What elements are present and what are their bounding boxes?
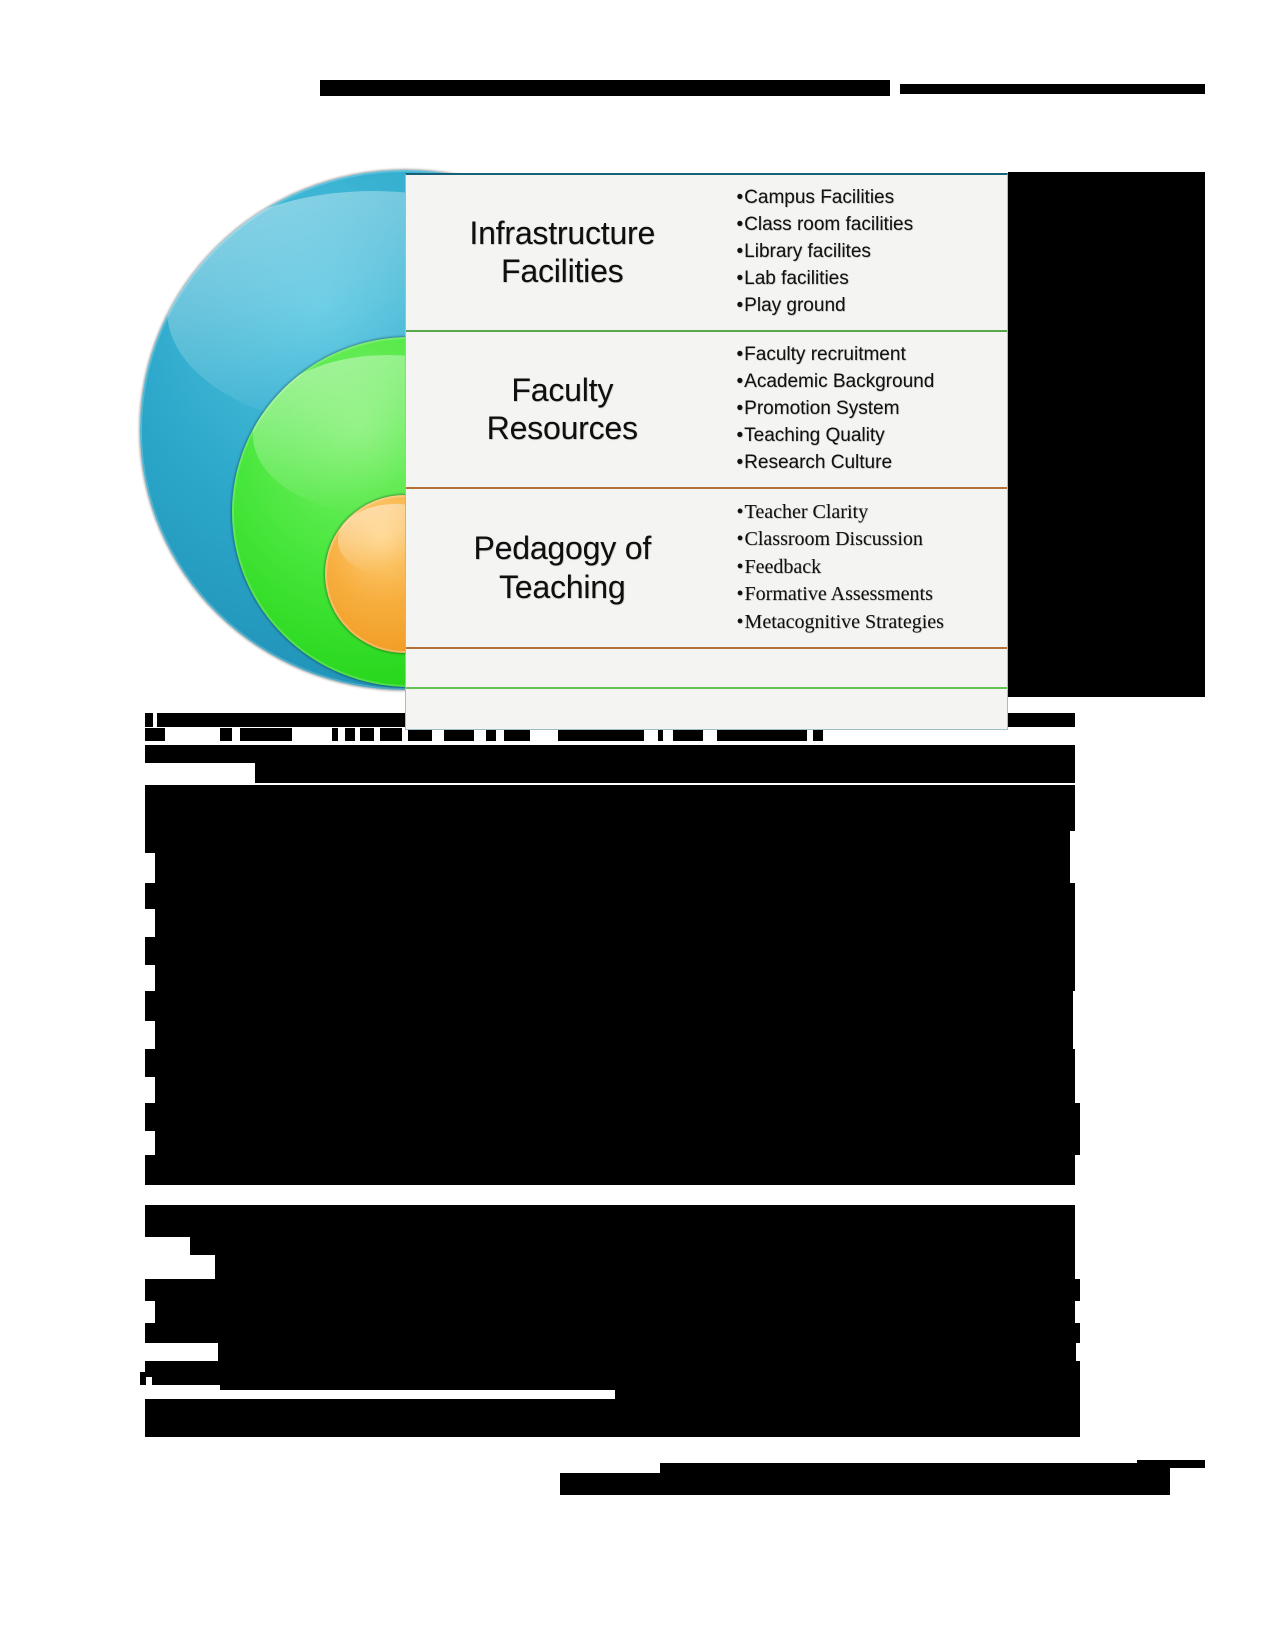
row-title-pedagogy-of-teaching: Pedagogy of Teaching: [406, 521, 719, 614]
redaction-block-paragraph-7b: [145, 1103, 1080, 1131]
list-item-label: Campus Facilities: [744, 187, 895, 208]
redaction-block-section2-line3: [190, 1237, 1075, 1255]
redaction-block-section2-line9: [145, 1361, 1080, 1377]
redaction-line: [145, 728, 1075, 741]
bullet-icon: •: [736, 240, 744, 262]
redaction-block-paragraph-2b: [145, 831, 1070, 853]
row-title-line2: Facilities: [501, 253, 624, 290]
row-title-line2: Teaching: [499, 568, 626, 605]
redaction-block-paragraph-1: [145, 745, 1075, 763]
redaction-block-paragraph-5b: [145, 991, 1073, 1021]
redaction-block-footer: [560, 1473, 1170, 1495]
redaction-block-footer-right: [1137, 1460, 1205, 1468]
redaction-block-section2-line11: [145, 1397, 1080, 1437]
list-item-label: Library facilites: [744, 240, 871, 262]
list-item-label: Feedback: [744, 555, 822, 578]
redaction-block-section2-line5: [145, 1279, 1080, 1301]
list-item-label: Metacognitive Strategies: [744, 611, 944, 634]
bullet-icon: •: [736, 451, 744, 473]
row-items-infrastructure-facilities: •Campus Facilities •Class room facilitie…: [719, 175, 1007, 330]
redaction-block-section2-line1: [145, 1205, 1075, 1223]
bullet-icon: •: [736, 555, 744, 578]
redaction-block-paragraph-6b: [145, 1049, 1075, 1077]
list-item: •Metacognitive Strategies: [737, 609, 952, 637]
bullet-icon: •: [736, 424, 744, 446]
list-item-label: Teaching Quality: [744, 424, 885, 446]
redaction-block-paragraph-3b: [145, 883, 1075, 909]
redaction-block-paragraph-3: [155, 853, 1070, 883]
bullet-icon: •: [736, 187, 744, 208]
bullet-icon: •: [736, 267, 744, 289]
list-item-label: Formative Assessments: [744, 583, 933, 606]
list-item: •Feedback: [737, 554, 999, 582]
list-item: •Campus Facilities: [737, 185, 999, 212]
redaction-block-section2-line2: [145, 1223, 1075, 1237]
list-item: •Teacher Clarity: [737, 499, 999, 527]
redaction-block-section2-line6: [155, 1301, 1075, 1323]
row-title-line2: Resources: [486, 410, 638, 447]
bullet-icon: •: [736, 583, 744, 606]
redaction-indent-gap: [145, 1390, 615, 1399]
bullet-icon: •: [736, 528, 744, 551]
row-title-line1: Faculty: [511, 371, 614, 408]
row-title-line1: Infrastructure: [469, 215, 656, 252]
table-row-infrastructure-facilities: Infrastructure Facilities •Campus Facili…: [406, 175, 1007, 332]
header-redaction-bar: [320, 80, 890, 96]
list-item-label: Lab facilities: [744, 267, 849, 289]
bullet-icon: •: [736, 213, 744, 235]
table-row-spacer-green: [406, 649, 1007, 689]
list-item: •Promotion System: [737, 396, 999, 423]
redaction-block-paragraph-2: [145, 785, 1075, 831]
redaction-block-paragraph-7: [155, 1077, 1075, 1103]
redaction-block-section2-line7: [145, 1323, 1080, 1343]
redaction-block-paragraph-6: [155, 1021, 1073, 1049]
list-item-label: Teacher Clarity: [744, 500, 869, 523]
row-items-pedagogy-of-teaching: •Teacher Clarity •Classroom Discussion •…: [719, 489, 1007, 647]
redaction-block-paragraph-1b: [255, 763, 1075, 783]
redaction-line-dashed: [140, 1372, 1085, 1385]
table-row-faculty-resources: Faculty Resources •Faculty recruitment •…: [406, 332, 1007, 489]
list-item: •Faculty recruitment: [737, 342, 999, 369]
list-item: •Lab facilities: [737, 266, 999, 293]
list-item: •Play ground: [737, 293, 999, 320]
bullet-icon: •: [736, 370, 744, 392]
list-item-label: Class room facilities: [744, 213, 914, 235]
redaction-block-paragraph-4: [155, 909, 1075, 937]
diagram-text-table: Infrastructure Facilities •Campus Facili…: [405, 173, 1008, 730]
redaction-block-section2-line4: [215, 1255, 1075, 1279]
list-item: •Library facilites: [737, 239, 999, 266]
redaction-block-paragraph-4b: [145, 937, 1075, 965]
row-items-faculty-resources: •Faculty recruitment •Academic Backgroun…: [719, 332, 1007, 487]
list-item: •Teaching Quality: [737, 423, 999, 450]
redaction-block-footer-top: [660, 1463, 1170, 1473]
redaction-block-paragraph-8: [155, 1131, 1080, 1155]
list-item: •Formative Assessments: [737, 581, 999, 609]
row-title-faculty-resources: Faculty Resources: [406, 363, 719, 456]
list-item-label: Academic Background: [744, 370, 935, 392]
table-row-pedagogy-of-teaching: Pedagogy of Teaching •Teacher Clarity •C…: [406, 489, 1007, 649]
list-item: •Research Culture: [737, 450, 999, 477]
list-item-label: Classroom Discussion: [744, 528, 923, 551]
bullet-icon: •: [736, 294, 744, 316]
table-row-spacer-blank: [406, 689, 1007, 729]
list-item-label: Research Culture: [744, 451, 893, 473]
list-item-label: Play ground: [744, 294, 846, 316]
list-item: •Class room facilities: [737, 212, 999, 239]
bullet-icon: •: [736, 343, 744, 365]
bullet-icon: •: [736, 611, 744, 634]
bullet-icon: •: [736, 397, 744, 419]
row-title-line1: Pedagogy of: [473, 530, 652, 567]
redaction-block-section2-line8: [218, 1343, 1076, 1361]
list-item: •Academic Background: [737, 369, 999, 396]
list-item-label: Promotion System: [744, 397, 900, 419]
list-item-label: Faculty recruitment: [744, 343, 906, 365]
nested-circles-diagram: Infrastructure Facilities •Campus Facili…: [140, 165, 1020, 730]
row-title-infrastructure-facilities: Infrastructure Facilities: [406, 206, 719, 299]
bullet-icon: •: [736, 500, 744, 523]
list-item: •Classroom Discussion: [737, 526, 999, 554]
redaction-block-diagram-right: [1008, 172, 1205, 697]
redaction-block-paragraph-5: [155, 965, 1075, 991]
header-redaction-bar-right: [900, 84, 1205, 94]
redaction-block-paragraph-8b: [145, 1155, 1075, 1185]
